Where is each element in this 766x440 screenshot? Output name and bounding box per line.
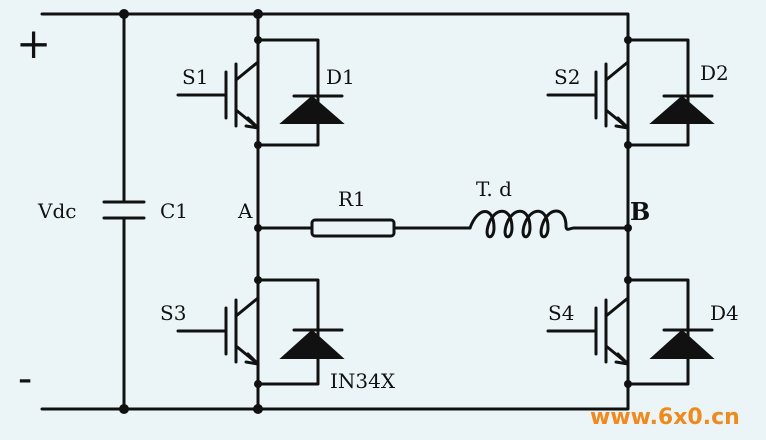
diode-triangles — [279, 95, 715, 359]
switch-s3 — [176, 296, 260, 366]
minus-sign: - — [18, 353, 32, 402]
plus-sign: + — [16, 19, 51, 68]
watermark: www.6x0.cn — [590, 405, 740, 430]
r1-label: R1 — [338, 187, 366, 211]
diode-d4 — [626, 278, 714, 386]
switch-s4 — [546, 296, 630, 366]
d2-label: D2 — [700, 61, 729, 85]
node-a-label: A — [237, 199, 253, 223]
s1-label: S1 — [182, 65, 208, 89]
s4-label: S4 — [548, 301, 574, 325]
switch-s2 — [546, 60, 630, 130]
c1-label: C1 — [160, 199, 188, 223]
negative-rail — [40, 382, 630, 411]
diode-d2 — [626, 38, 714, 147]
inductor-label: T. d — [476, 177, 512, 201]
switch-s1 — [176, 60, 260, 130]
in34x-label: IN34X — [330, 369, 396, 393]
diode-in34x — [256, 278, 344, 386]
d1-label: D1 — [326, 65, 355, 89]
resistor-r1 — [310, 218, 396, 238]
vdc-label: Vdc — [37, 199, 76, 223]
capacitor-c1 — [102, 12, 146, 411]
diode-d1 — [256, 38, 344, 147]
inductor-td — [468, 209, 576, 239]
node-b-label: B — [630, 197, 650, 226]
junction-dots — [119, 9, 632, 414]
s3-label: S3 — [160, 301, 186, 325]
positive-rail — [40, 12, 630, 44]
s2-label: S2 — [554, 65, 580, 89]
d4-label: D4 — [710, 301, 739, 325]
